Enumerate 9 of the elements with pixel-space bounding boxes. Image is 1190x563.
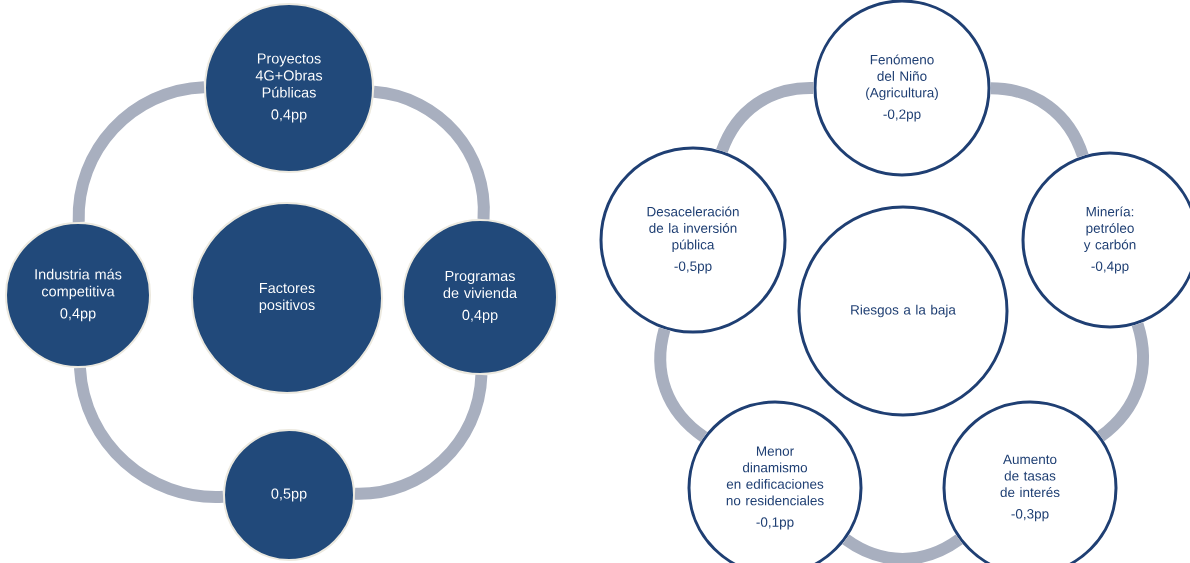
ring-arc xyxy=(74,367,224,503)
ring-arc xyxy=(716,82,814,154)
ring-arc xyxy=(354,374,488,500)
ring-arc xyxy=(842,534,963,563)
ring-arc xyxy=(72,81,205,223)
ring-arc xyxy=(1096,322,1149,442)
ring-arc xyxy=(990,82,1089,158)
ring-arc xyxy=(373,85,490,220)
ring-arc xyxy=(654,327,708,442)
